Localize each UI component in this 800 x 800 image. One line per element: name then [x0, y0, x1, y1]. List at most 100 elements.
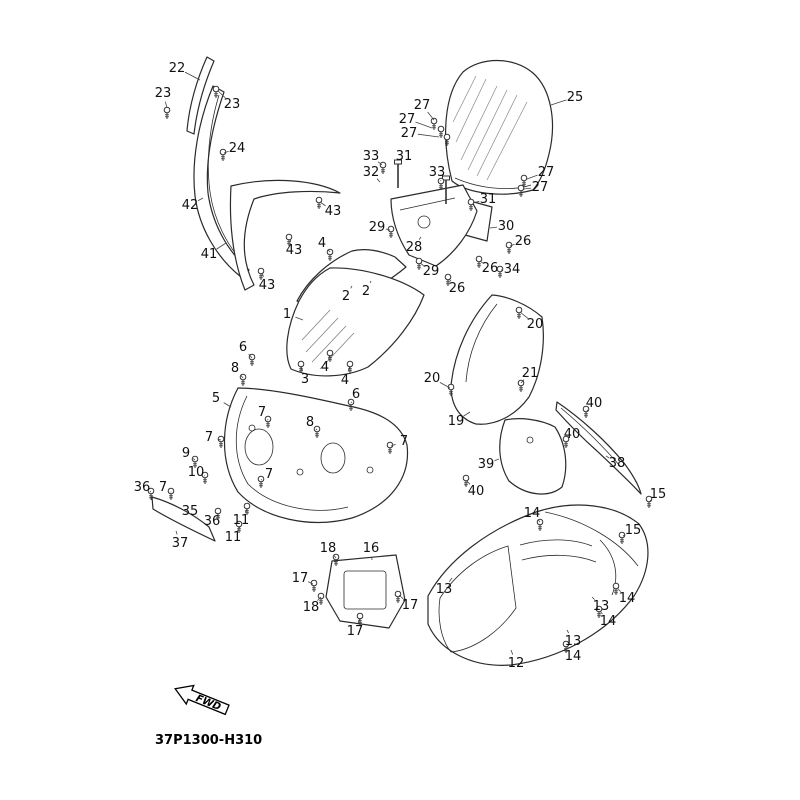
callout-number: 18 — [303, 600, 320, 615]
callout-number: 34 — [504, 262, 521, 277]
leader-line — [418, 236, 422, 240]
leader-line — [328, 354, 331, 359]
leader-line — [350, 285, 353, 289]
leader-line — [308, 581, 314, 585]
leader-line — [591, 596, 595, 600]
callout-number: 40 — [564, 427, 581, 442]
callout-number: 20 — [424, 371, 441, 386]
leader-line — [417, 133, 440, 138]
callout-number: 29 — [423, 264, 440, 279]
callout-number: 2 — [342, 289, 350, 304]
leader-line — [510, 649, 514, 655]
callout-number: 33 — [429, 165, 446, 180]
leader-line — [149, 491, 152, 493]
bracket-part — [325, 554, 406, 629]
leader-line — [472, 200, 480, 204]
callout-number: 35 — [182, 504, 199, 519]
callout-number: 18 — [320, 541, 337, 556]
callout-number: 8 — [306, 415, 314, 430]
leader-line — [216, 242, 227, 250]
leader-line — [217, 512, 219, 515]
leader-line — [217, 438, 222, 441]
callout-number: 27 — [399, 112, 416, 127]
center-garnish-part — [229, 179, 341, 291]
leader-line — [466, 480, 471, 485]
fwd-arrow-icon — [174, 684, 230, 716]
callout-number: 22 — [169, 61, 186, 76]
callout-number: 40 — [468, 484, 485, 499]
leader-line — [260, 479, 263, 481]
callout-number: 6 — [239, 340, 247, 355]
callout-number: 27 — [538, 165, 555, 180]
callout-number: 13 — [436, 582, 453, 597]
leader-line — [550, 99, 567, 106]
callout-number: 43 — [259, 278, 276, 293]
leader-line — [649, 499, 652, 502]
callout-number: 7 — [265, 467, 273, 482]
leader-line — [175, 530, 178, 535]
leader-line — [223, 402, 232, 408]
callout-number: 20 — [527, 317, 544, 332]
callout-number: 43 — [325, 204, 342, 219]
callout-number: 12 — [508, 656, 525, 671]
leader-line — [248, 353, 253, 359]
leader-line — [586, 409, 589, 412]
leader-line — [479, 260, 483, 264]
callout-number: 40 — [586, 396, 603, 411]
callout-number: 24 — [229, 141, 246, 156]
leader-line — [327, 249, 331, 253]
callout-number: 8 — [231, 361, 239, 376]
leg-shield-part — [223, 387, 409, 523]
callout-number: 33 — [363, 149, 380, 164]
callout-number: 19 — [448, 414, 465, 429]
callout-number: 26 — [449, 281, 466, 296]
leader-line — [244, 508, 248, 513]
leader-line — [622, 534, 626, 537]
callout-number: 14 — [565, 649, 582, 664]
callout-number: 37 — [172, 536, 189, 551]
callout-number: 42 — [182, 198, 199, 213]
front-panel-part — [286, 267, 425, 377]
leader-line — [295, 316, 304, 321]
leader-line — [390, 443, 396, 447]
leader-line — [350, 401, 352, 404]
callout-number: 23 — [155, 86, 172, 101]
callout-number: 7 — [400, 434, 408, 449]
leader-line — [223, 150, 229, 154]
leader-line — [369, 280, 372, 284]
leader-line — [315, 428, 318, 431]
callout-number: 3 — [301, 372, 309, 387]
leader-line — [566, 645, 569, 649]
callout-number: 14 — [600, 614, 617, 629]
callout-number: 31 — [480, 192, 497, 207]
leader-line — [377, 161, 383, 166]
long-bolt-icon — [393, 159, 403, 189]
leader-line — [489, 226, 498, 229]
callout-number: 38 — [609, 456, 626, 471]
leader-line — [616, 587, 621, 592]
callout-number: 14 — [619, 591, 636, 606]
callout-number: 36 — [134, 480, 151, 495]
callout-number: 6 — [352, 387, 360, 402]
leader-line — [385, 228, 391, 231]
floor-panel-part — [427, 504, 649, 666]
windshield-part — [445, 59, 554, 195]
leader-line — [217, 90, 226, 99]
callout-number: 11 — [225, 530, 242, 545]
callout-number: 17 — [347, 624, 364, 639]
meter-panel-part — [390, 159, 493, 267]
callout-number: 27 — [532, 180, 549, 195]
leader-line — [526, 174, 538, 180]
leader-line — [537, 519, 541, 523]
leader-line — [463, 411, 471, 417]
callout-number: 1 — [283, 307, 291, 322]
leader-line — [267, 418, 269, 421]
callout-number: 4 — [341, 373, 349, 388]
leader-line — [319, 201, 326, 207]
leader-line — [605, 455, 610, 459]
callout-number: 17 — [292, 571, 309, 586]
callout-number: 39 — [478, 457, 495, 472]
callout-number: 26 — [515, 234, 532, 249]
